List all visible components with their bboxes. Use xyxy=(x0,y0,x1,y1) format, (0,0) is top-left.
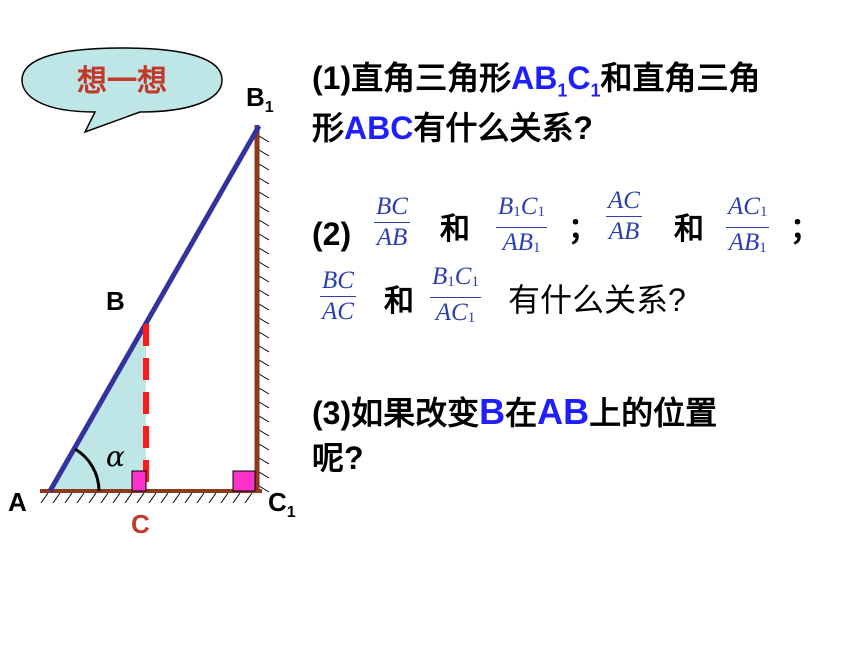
hatch-mark xyxy=(258,191,270,199)
fraction-b1c1-ab1: B1C1 AB1 xyxy=(496,192,547,263)
point-c1-label: C1 xyxy=(268,487,296,521)
hatch-mark xyxy=(258,429,270,437)
hatch-mark xyxy=(64,492,73,504)
hatch-mark xyxy=(258,261,270,269)
hatch-mark xyxy=(258,359,270,367)
hatch-mark xyxy=(258,135,270,143)
and-2: 和 xyxy=(674,213,704,246)
hatch-mark xyxy=(258,471,270,479)
hatch-mark xyxy=(196,492,205,504)
hatch-mark xyxy=(258,345,270,353)
hatch-mark xyxy=(258,373,270,381)
question-1-line-2: 形ABC有什么关系? xyxy=(312,110,593,146)
question-3-line-1: (3)如果改变B在AB上的位置 xyxy=(312,391,718,432)
question-1-line-1: (1)直角三角形AB1C1和直角三角 xyxy=(312,60,761,101)
hatch-mark xyxy=(258,205,270,213)
hatch-mark xyxy=(258,443,270,451)
hatch-mark xyxy=(220,492,229,504)
angle-alpha-label: α xyxy=(106,440,125,473)
hatch-mark xyxy=(52,492,61,504)
hatch-mark xyxy=(208,492,217,504)
point-a-label: A xyxy=(8,487,27,517)
angle-arc xyxy=(74,447,101,492)
hatch-mark xyxy=(258,275,270,283)
think-bubble: 想一想 xyxy=(21,47,223,134)
hatch-mark xyxy=(258,415,270,423)
semicolon-1: ； xyxy=(568,213,598,246)
hatch-mark xyxy=(136,492,145,504)
and-3: 和 xyxy=(384,285,414,318)
point-b-label: B xyxy=(106,286,125,316)
question-2-suffix: 有什么关系? xyxy=(508,282,686,318)
question-3-line-2: 呢? xyxy=(312,440,364,476)
hatch-mark xyxy=(258,485,270,493)
hatch-mark xyxy=(258,163,270,171)
hatch-mark xyxy=(258,149,270,157)
right-angle-c1 xyxy=(232,470,256,492)
hatch-mark xyxy=(160,492,169,504)
hatch-mark xyxy=(232,492,241,504)
bubble-text: 想一想 xyxy=(77,64,167,99)
fraction-b1c1-ac1: B1C1 AC1 xyxy=(430,262,481,333)
wall-hatch xyxy=(258,135,270,493)
hypotenuse-ab1 xyxy=(47,124,262,493)
hatch-mark xyxy=(184,492,193,504)
hatch-mark xyxy=(76,492,85,504)
point-b1-label: B1 xyxy=(246,82,274,116)
hatch-mark xyxy=(258,317,270,325)
hatch-mark xyxy=(258,303,270,311)
point-c-label: C xyxy=(131,509,150,539)
hatch-mark xyxy=(88,492,97,504)
and-1: 和 xyxy=(440,213,470,246)
hatch-mark xyxy=(40,492,49,504)
right-angle-c xyxy=(131,470,147,492)
hatch-mark xyxy=(172,492,181,504)
ground-hatch xyxy=(40,492,253,504)
hatch-mark xyxy=(112,492,121,504)
hatch-mark xyxy=(100,492,109,504)
hatch-mark xyxy=(148,492,157,504)
hatch-mark xyxy=(258,289,270,297)
hatch-mark xyxy=(258,457,270,465)
hatch-mark xyxy=(258,177,270,185)
hatch-mark xyxy=(258,387,270,395)
hatch-mark xyxy=(258,247,270,255)
semicolon-2: ； xyxy=(790,213,820,246)
hatch-mark xyxy=(258,219,270,227)
hatch-mark xyxy=(258,233,270,241)
hatch-mark xyxy=(258,331,270,339)
question-2-label: (2) xyxy=(312,216,352,252)
fraction-ac1-ab1: AC1 AB1 xyxy=(726,192,770,263)
hatch-mark xyxy=(124,492,133,504)
hatch-mark xyxy=(244,492,253,504)
bubble-shape xyxy=(21,47,223,134)
hatch-mark xyxy=(258,401,270,409)
